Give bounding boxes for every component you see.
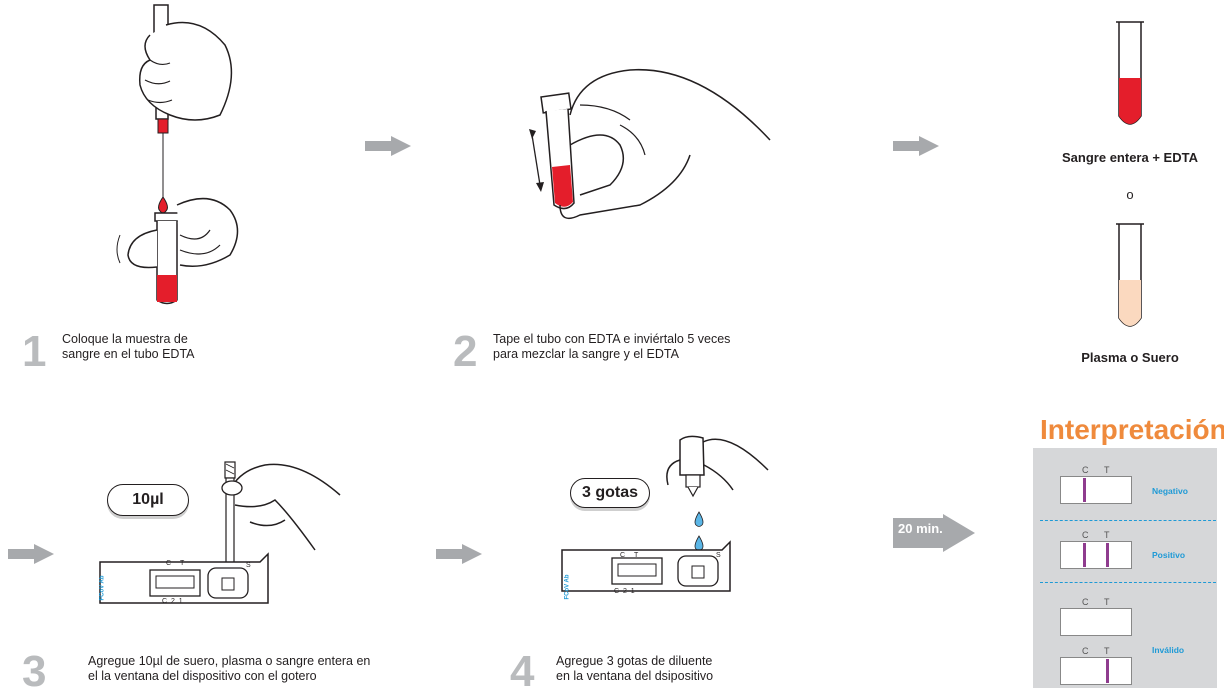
result-invalid: Inválido [1152, 645, 1185, 655]
neg-control-line [1083, 478, 1086, 502]
inv2-t-label: T [1104, 646, 1110, 656]
arrow-1 [365, 136, 411, 156]
pos-c-label: C [1082, 530, 1089, 540]
invalid-cassette-1 [1060, 608, 1132, 636]
step1-number: 1 [22, 327, 47, 376]
arrow-2 [893, 136, 939, 156]
device3-brand: FCoV Ab [99, 575, 106, 601]
device4-t: T [634, 552, 639, 559]
drops-badge: 3 gotas [570, 478, 650, 508]
device3-c: C [166, 560, 172, 567]
device4-s: S [716, 552, 721, 559]
device3-t: T [180, 560, 185, 567]
interpretation-title: Interpretación [1040, 414, 1224, 445]
step4-number: 4 [510, 647, 535, 696]
divider-2 [1040, 582, 1216, 583]
result-positive: Positivo [1152, 550, 1186, 560]
step1-illustration [116, 4, 239, 305]
pos-control-line [1083, 543, 1086, 567]
step2-text: Tape el tubo con EDTA e inviértalo 5 vec… [493, 332, 731, 361]
neg-c-label: C [1082, 465, 1089, 475]
arrow-4 [436, 544, 482, 564]
timer-label: 20 min. [898, 521, 943, 536]
step3-number: 3 [22, 647, 47, 696]
pos-t-label: T [1104, 530, 1110, 540]
inv1-c-label: C [1082, 597, 1089, 607]
timer-arrow [893, 514, 975, 552]
plasma-label: Plasma o Suero [1081, 350, 1179, 365]
step4-text: Agregue 3 gotas de diluente en la ventan… [556, 654, 714, 683]
device3-scale: C 2 1 [162, 598, 183, 605]
step4-illustration [561, 435, 769, 592]
plasma-tube [1116, 223, 1144, 327]
step3-illustration [99, 461, 341, 604]
result-negative: Negativo [1152, 486, 1188, 496]
device3-s: S [246, 562, 251, 569]
neg-t-label: T [1104, 465, 1110, 475]
pos-test-line [1106, 543, 1109, 567]
whole-blood-tube [1116, 21, 1144, 125]
step2-illustration [529, 68, 771, 220]
inv1-t-label: T [1104, 597, 1110, 607]
invalid-cassette-2 [1060, 657, 1132, 685]
or-label: o [1126, 187, 1134, 202]
device4-c: C [620, 552, 626, 559]
device4-brand: FCoV Ab [564, 574, 571, 600]
arrow-3 [8, 544, 54, 564]
step1-text: Coloque la muestra de sangre en el tubo … [62, 332, 195, 361]
inv2-c-label: C [1082, 646, 1089, 656]
divider-1 [1040, 520, 1216, 521]
neg-cassette [1060, 476, 1132, 504]
volume-badge: 10µl [107, 484, 189, 516]
invalid-test-line [1106, 659, 1109, 683]
device4-scale: C 2 1 [614, 588, 635, 595]
step2-number: 2 [453, 327, 478, 376]
step3-text: Agregue 10µl de suero, plasma o sangre e… [88, 654, 371, 683]
pos-cassette [1060, 541, 1132, 569]
whole-blood-label: Sangre entera + EDTA [1062, 150, 1198, 165]
